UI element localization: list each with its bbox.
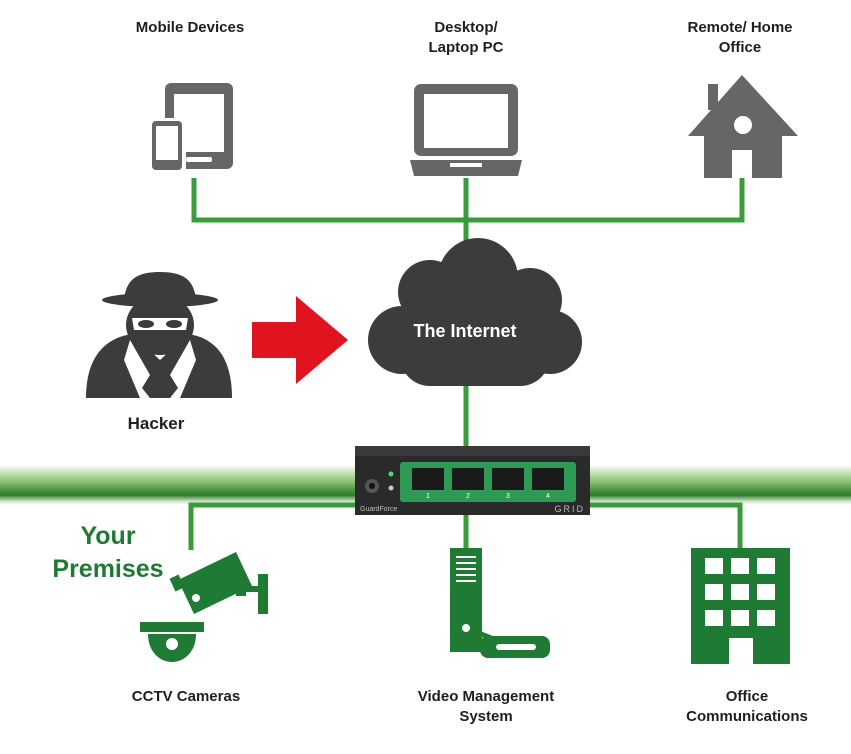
cctv-label: CCTV Cameras (106, 687, 266, 707)
server-icon (450, 548, 550, 658)
port-label: 2 (466, 493, 470, 500)
gateway-device (355, 446, 590, 515)
cctv-label-line: CCTV Cameras (131, 688, 241, 705)
your-premises-label-line: Premises (52, 555, 164, 583)
port-label: 3 (506, 493, 510, 500)
cctv-camera-icon (169, 552, 268, 614)
attack-arrow-icon (252, 296, 348, 384)
hacker-icon (86, 272, 232, 398)
vms-label-line: System (459, 708, 513, 725)
internet-label: The Internet (413, 321, 517, 341)
remote-home-office-label-line: Office (718, 39, 762, 56)
your-premises-label: Your Premises (28, 520, 188, 586)
desktop-laptop-label-line: Desktop/ (434, 19, 498, 36)
vms-label: Video Management System (386, 687, 586, 727)
device-port-labels: 1 2 3 4 (426, 493, 550, 500)
office-communications-label: Office Communications (662, 687, 832, 727)
device-brand-left: GuardForce (360, 506, 397, 513)
device-brand-right: GRID (555, 504, 586, 514)
mobile-devices-icon (148, 83, 233, 173)
mobile-devices-label: Mobile Devices (110, 18, 270, 38)
laptop-icon (410, 84, 522, 176)
remote-home-office-label-line: Remote/ Home (687, 19, 793, 36)
port-label: 1 (426, 493, 430, 500)
office-building-icon (691, 548, 790, 664)
internet-cloud-icon (368, 238, 582, 386)
dome-camera-icon (140, 622, 204, 662)
port-label: 4 (546, 493, 550, 500)
your-premises-label-line: Your (80, 522, 136, 550)
house-icon (688, 75, 798, 178)
hacker-label: Hacker (127, 414, 185, 433)
desktop-laptop-label-line: Laptop PC (428, 39, 504, 56)
mobile-devices-label-line: Mobile Devices (135, 19, 245, 36)
office-communications-label-line: Office (725, 688, 769, 705)
remote-home-office-label: Remote/ Home Office (660, 18, 820, 58)
office-communications-label-line: Communications (686, 708, 808, 725)
desktop-laptop-label: Desktop/ Laptop PC (386, 18, 546, 58)
vms-label-line: Video Management (417, 688, 555, 705)
